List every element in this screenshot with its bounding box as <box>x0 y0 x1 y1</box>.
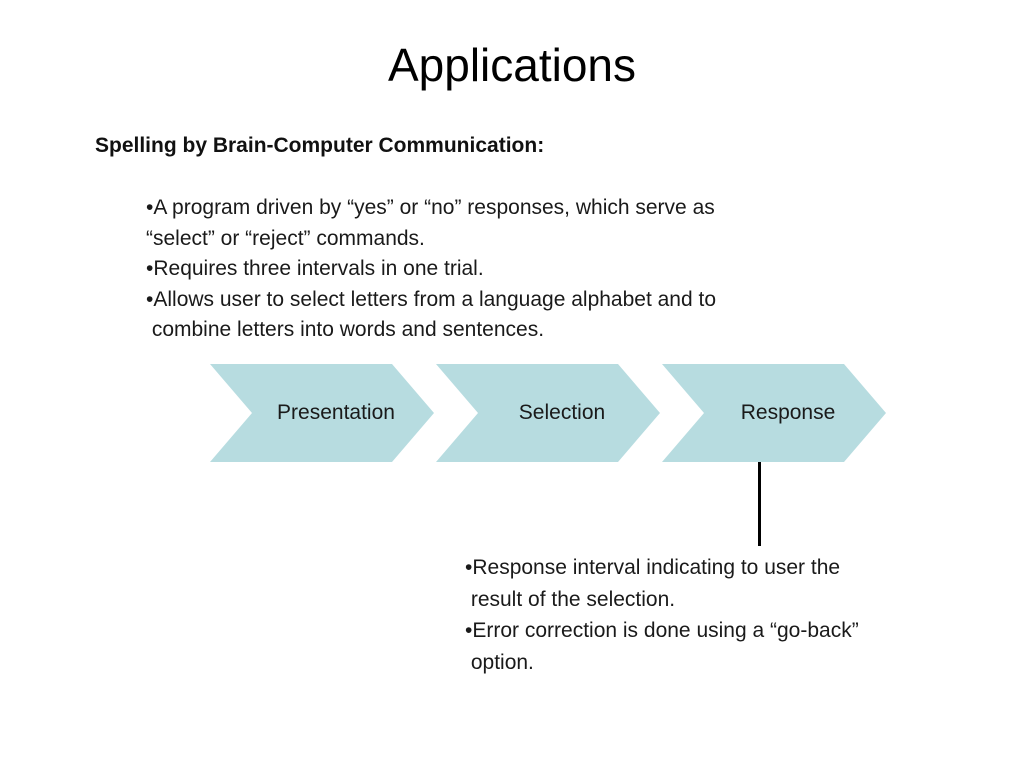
callout-line: •Error correction is done using a “go-ba… <box>465 619 859 642</box>
chevron-arrows-graphic <box>210 364 886 462</box>
chevron-arrow-presentation <box>210 364 434 462</box>
chevron-arrow-response <box>662 364 886 462</box>
bullet-line: •Allows user to select letters from a la… <box>146 287 717 311</box>
flow-step-selection-label: Selection <box>518 401 606 424</box>
bullet-line-continuation: combine letters into words and sentences… <box>146 318 545 342</box>
bullet-line-continuation: “select” or “reject” commands. <box>146 226 425 250</box>
response-callout-list: •Response interval indicating to user th… <box>465 552 859 678</box>
callout-line-continuation: option. <box>465 650 534 674</box>
callout-line-continuation: result of the selection. <box>465 587 676 611</box>
process-flow-diagram: Presentation Selection Response <box>210 364 886 462</box>
flow-step-presentation-label: Presentation <box>277 401 395 424</box>
chevron-arrow-selection <box>436 364 660 462</box>
connector-line <box>758 462 761 546</box>
callout-line: •Response interval indicating to user th… <box>465 556 841 579</box>
bullet-line: •Requires three intervals in one trial. <box>146 257 484 281</box>
bullet-list: •A program driven by “yes” or “no” respo… <box>146 193 716 346</box>
flow-step-response-label: Response <box>740 401 836 424</box>
slide-title: Applications <box>387 39 637 91</box>
section-heading: Spelling by Brain-Computer Communication… <box>95 134 545 157</box>
bullet-line: •A program driven by “yes” or “no” respo… <box>146 196 715 219</box>
